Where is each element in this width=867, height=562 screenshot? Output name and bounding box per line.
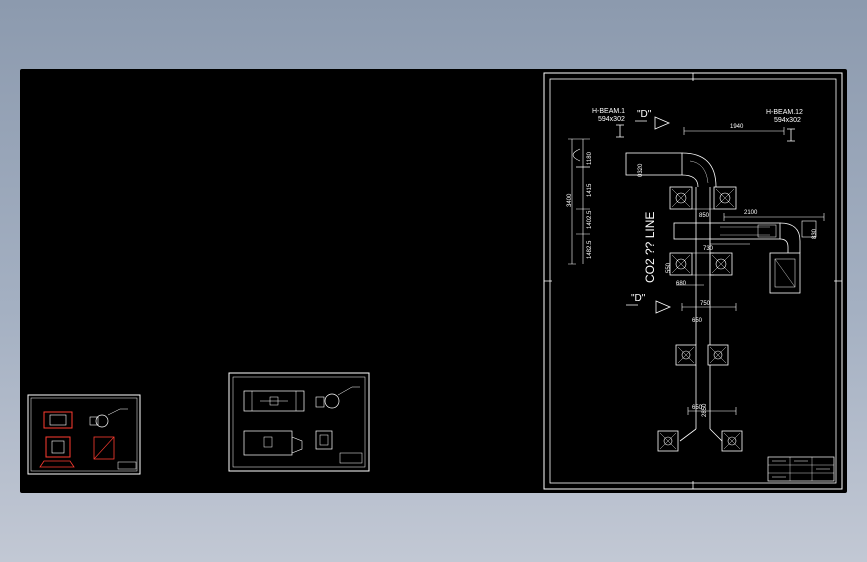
thumbnail-sheet-2[interactable] (228, 372, 370, 472)
main-sheet[interactable]: H-BEAM.1 594x302 H-BEAM.12 594x302 "D" "… (543, 72, 843, 490)
beam-right-symbol (787, 128, 795, 142)
section-arrow-bottom (626, 300, 672, 314)
pad-4 (709, 252, 733, 276)
beam-left-title: H-BEAM.1 (592, 108, 625, 115)
dim-750: 750 (700, 301, 711, 307)
dim-2850: 2850 (702, 403, 708, 417)
co2-line-label: CO2 ?? LINE (643, 212, 657, 283)
pad-5 (675, 344, 697, 366)
pad-3 (669, 252, 693, 276)
drawing-viewport[interactable]: H-BEAM.1 594x302 H-BEAM.12 594x302 "D" "… (20, 69, 847, 493)
dim-850: 850 (699, 213, 710, 219)
dim-line-1940 (683, 127, 785, 135)
pipe-elbow (681, 152, 717, 188)
dim-3400: 3400 (567, 193, 573, 207)
dim-680: 680 (676, 281, 687, 287)
dim-730: 730 (703, 246, 714, 252)
beam-right-title: H-BEAM.12 (766, 109, 803, 116)
section-label-bottom: "D" (631, 293, 646, 304)
pad-6 (707, 344, 729, 366)
right-pad (769, 252, 801, 294)
dim-650-b: 650 (692, 405, 703, 411)
dim-1180: 1180 (587, 151, 593, 165)
pad-2 (713, 186, 737, 210)
dim-0320: 0320 (638, 163, 644, 177)
thumbnail-sheet-1[interactable] (27, 394, 141, 475)
pad-8 (721, 430, 743, 452)
branch-pipe (673, 222, 781, 240)
dim-1402-5: 1402.5 (587, 210, 593, 229)
title-block (767, 456, 835, 482)
dim-650-a: 650 (692, 318, 703, 324)
pad-1 (669, 186, 693, 210)
dim-2100: 2100 (744, 210, 758, 216)
section-arrow-top (635, 116, 671, 130)
section-label-top: "D" (637, 109, 652, 120)
vertical-pipe (695, 187, 711, 345)
horizontal-pipe (625, 152, 683, 176)
dim-1415: 1415 (587, 183, 593, 197)
dim-1482-5: 1482.5 (587, 240, 593, 259)
dim-1940: 1940 (730, 124, 744, 130)
dim-830: 830 (812, 228, 818, 239)
beam-left-size: 594x302 (598, 116, 625, 123)
beam-left-symbol (616, 124, 624, 138)
beam-right-size: 594x302 (774, 117, 801, 124)
dim-550: 550 (666, 262, 672, 273)
cad-drawing: H-BEAM.1 594x302 H-BEAM.12 594x302 "D" "… (27, 72, 843, 490)
pad-7 (657, 430, 679, 452)
